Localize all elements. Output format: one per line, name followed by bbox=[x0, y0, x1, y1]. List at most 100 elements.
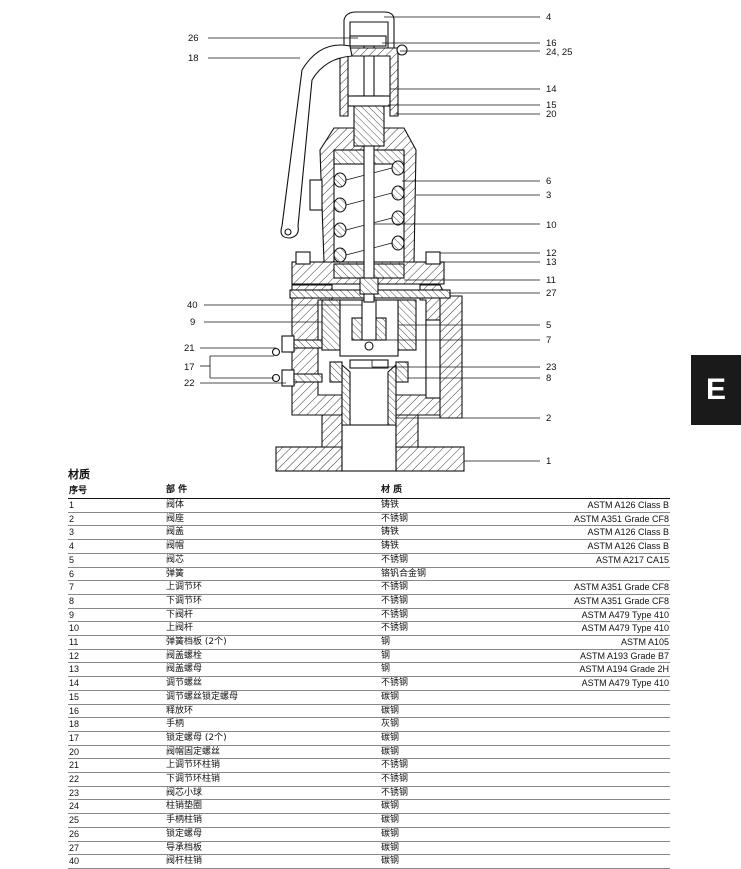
spec-standard bbox=[502, 827, 670, 842]
material-name: 不锈钢 bbox=[380, 676, 502, 691]
spec-standard bbox=[502, 772, 670, 787]
part-name: 上阀杆 bbox=[165, 621, 380, 637]
part-name: 阀座 bbox=[165, 512, 380, 527]
part-name: 释放环 bbox=[165, 704, 380, 719]
callout-3: 3 bbox=[546, 190, 551, 201]
callout-6: 6 bbox=[546, 176, 551, 187]
callout-12: 12 bbox=[546, 248, 557, 259]
callout-8: 8 bbox=[546, 373, 551, 384]
callout-23: 23 bbox=[546, 362, 557, 373]
callout-26: 26 bbox=[188, 33, 199, 44]
spec-standard: ASTM A193 Grade B7 bbox=[502, 649, 670, 664]
row-number: 21 bbox=[68, 758, 165, 774]
material-name: 铸铁 bbox=[380, 525, 502, 541]
row-number: 1 bbox=[68, 498, 165, 513]
row-number: 14 bbox=[68, 676, 165, 691]
header-material: 材 质 bbox=[380, 483, 502, 499]
part-name: 阀帽固定螺丝 bbox=[165, 745, 380, 760]
spec-standard: ASTM A217 CA15 bbox=[502, 553, 670, 568]
part-name: 下调节环 bbox=[165, 594, 380, 609]
callout-20: 20 bbox=[546, 109, 557, 120]
callout-14: 14 bbox=[546, 84, 557, 95]
spec-standard bbox=[502, 813, 670, 828]
callout-9: 9 bbox=[190, 317, 195, 328]
callout-17: 17 bbox=[184, 362, 195, 373]
row-number: 12 bbox=[68, 649, 165, 664]
spec-standard: ASTM A351 Grade CF8 bbox=[502, 594, 670, 609]
material-name: 钢 bbox=[380, 662, 502, 678]
callout-7: 7 bbox=[546, 335, 551, 346]
valve-cross-section-drawing: 4 26 16 24, 25 18 14 15 20 6 3 10 12 13 … bbox=[184, 11, 572, 472]
material-name: 钢 bbox=[380, 635, 502, 650]
material-name: 钢 bbox=[380, 649, 502, 664]
callout-22: 22 bbox=[184, 378, 195, 389]
material-name: 不锈钢 bbox=[380, 758, 502, 774]
callout-15: 15 bbox=[546, 100, 557, 111]
spec-standard bbox=[502, 731, 670, 746]
row-number: 16 bbox=[68, 704, 165, 719]
part-name: 上调节环 bbox=[165, 580, 380, 595]
section-tab-e: E bbox=[691, 355, 741, 425]
spec-standard bbox=[502, 704, 670, 719]
row-number: 18 bbox=[68, 717, 165, 732]
spec-standard: ASTM A479 Type 410 bbox=[502, 621, 670, 637]
bonnet bbox=[309, 127, 417, 263]
part-name: 弹簧 bbox=[165, 567, 380, 582]
header-spec bbox=[502, 483, 670, 499]
ring-pins bbox=[271, 335, 323, 387]
part-name: 阀盖螺栓 bbox=[165, 649, 380, 664]
row-number: 20 bbox=[68, 745, 165, 760]
spec-standard: ASTM A194 Grade 2H bbox=[502, 662, 670, 678]
inlet-flange bbox=[275, 414, 465, 472]
part-name: 调节螺丝锁定螺母 bbox=[165, 690, 380, 705]
spec-standard: ASTM A351 Grade CF8 bbox=[502, 580, 670, 595]
callout-24-25: 24, 25 bbox=[546, 47, 572, 58]
callout-4: 4 bbox=[546, 12, 551, 23]
material-name: 碳钢 bbox=[380, 690, 502, 705]
part-name: 上调节环柱销 bbox=[165, 758, 380, 774]
material-name: 碳钢 bbox=[380, 827, 502, 842]
row-number: 17 bbox=[68, 731, 165, 746]
spec-standard: ASTM A126 Class B bbox=[502, 525, 670, 541]
part-name: 弹簧档板 (2个) bbox=[165, 635, 380, 650]
part-name: 阀盖 bbox=[165, 525, 380, 541]
row-number: 10 bbox=[68, 621, 165, 637]
material-name: 碳钢 bbox=[380, 799, 502, 815]
part-name: 阀盖螺母 bbox=[165, 662, 380, 678]
part-name: 调节螺丝 bbox=[165, 676, 380, 691]
material-name: 不锈钢 bbox=[380, 621, 502, 637]
spec-standard bbox=[502, 567, 670, 582]
callout-10: 10 bbox=[546, 220, 557, 231]
material-name: 碳钢 bbox=[380, 731, 502, 746]
callout-1: 1 bbox=[546, 456, 551, 467]
spec-standard: ASTM A126 Class B bbox=[502, 539, 670, 554]
material-name: 碳钢 bbox=[380, 854, 502, 869]
part-name: 阀帽 bbox=[165, 539, 380, 554]
row-number: 15 bbox=[68, 690, 165, 705]
spec-standard bbox=[502, 745, 670, 760]
row-number: 2 bbox=[68, 512, 165, 527]
material-name: 铸铁 bbox=[380, 498, 502, 513]
part-name: 锁定螺母 bbox=[165, 827, 380, 842]
